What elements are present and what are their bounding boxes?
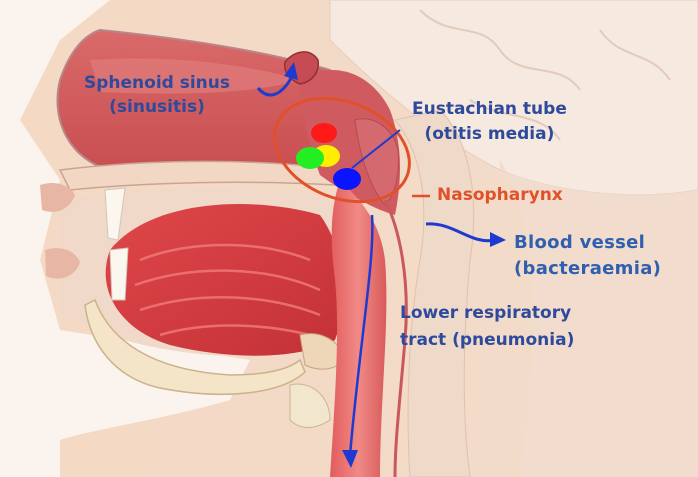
- lower-respiratory-label-line2: tract (pneumonia): [400, 330, 574, 351]
- eustachian-tube-label-line2: (otitis media): [412, 124, 567, 145]
- bacteria-dot-red: [311, 123, 337, 143]
- eustachian-tube-label: Eustachian tube (otitis media): [412, 99, 567, 146]
- sphenoid-sinus-label: Sphenoid sinus (sinusitis): [84, 73, 230, 119]
- blood-vessel-label-line1: Blood vessel: [514, 232, 661, 255]
- bacteria-dot-blue: [333, 168, 361, 190]
- nasopharynx-label: Nasopharynx: [437, 185, 563, 206]
- sphenoid-sinus-label-line1: Sphenoid sinus: [84, 73, 230, 94]
- blood-vessel-label: Blood vessel (bacteraemia): [514, 232, 661, 280]
- lower-respiratory-label: Lower respiratory tract (pneumonia): [400, 303, 574, 352]
- eustachian-tube-label-line1: Eustachian tube: [412, 99, 567, 120]
- bacteria-dot-green: [296, 147, 324, 169]
- blood-vessel-label-line2: (bacteraemia): [514, 258, 661, 281]
- lower-respiratory-label-line1: Lower respiratory: [400, 303, 574, 324]
- lower-tooth: [110, 248, 128, 300]
- sphenoid-sinus-label-line2: (sinusitis): [84, 97, 230, 118]
